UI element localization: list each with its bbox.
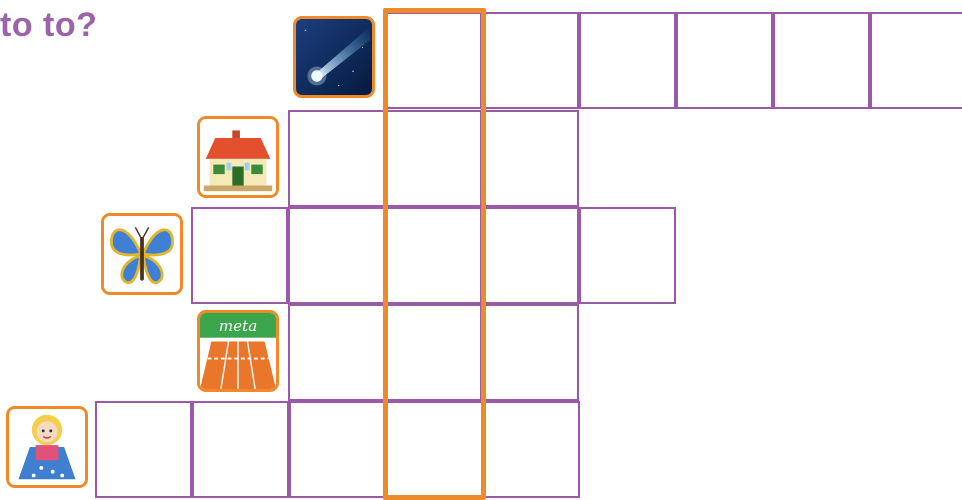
grid-cell[interactable] [385,304,482,401]
grid-cell[interactable] [386,401,483,498]
grid-cell[interactable] [288,207,385,304]
grid-cell[interactable] [288,304,385,401]
comet-icon [296,19,372,95]
grid-cell[interactable] [676,12,773,109]
grid-cell[interactable] [288,110,385,207]
grid-cell[interactable] [482,12,579,109]
grid-cell[interactable] [483,401,580,498]
grid-cell[interactable] [385,207,482,304]
doll-icon [9,409,85,485]
grid-cell[interactable] [482,110,579,207]
butterfly-icon [104,216,180,292]
finish-line-icon: meta [200,313,276,389]
finish-banner-text: meta [219,317,258,335]
grid-cell[interactable] [579,12,676,109]
grid-cell[interactable] [870,12,962,109]
grid-cell[interactable] [95,401,192,498]
grid-cell[interactable] [192,401,289,498]
grid-cell[interactable] [191,207,288,304]
comet-clue [293,16,375,98]
grid-cell[interactable] [385,110,482,207]
grid-cell[interactable] [482,207,579,304]
house-icon [200,119,276,195]
grid-cell[interactable] [482,304,579,401]
doll-clue [6,406,88,488]
butterfly-clue [101,213,183,295]
grid-cell[interactable] [385,12,482,109]
finish-line-clue: meta [197,310,279,392]
grid-cell[interactable] [289,401,386,498]
house-clue [197,116,279,198]
grid-cell[interactable] [773,12,870,109]
grid-cell[interactable] [579,207,676,304]
puzzle-title: to to? [0,6,97,45]
